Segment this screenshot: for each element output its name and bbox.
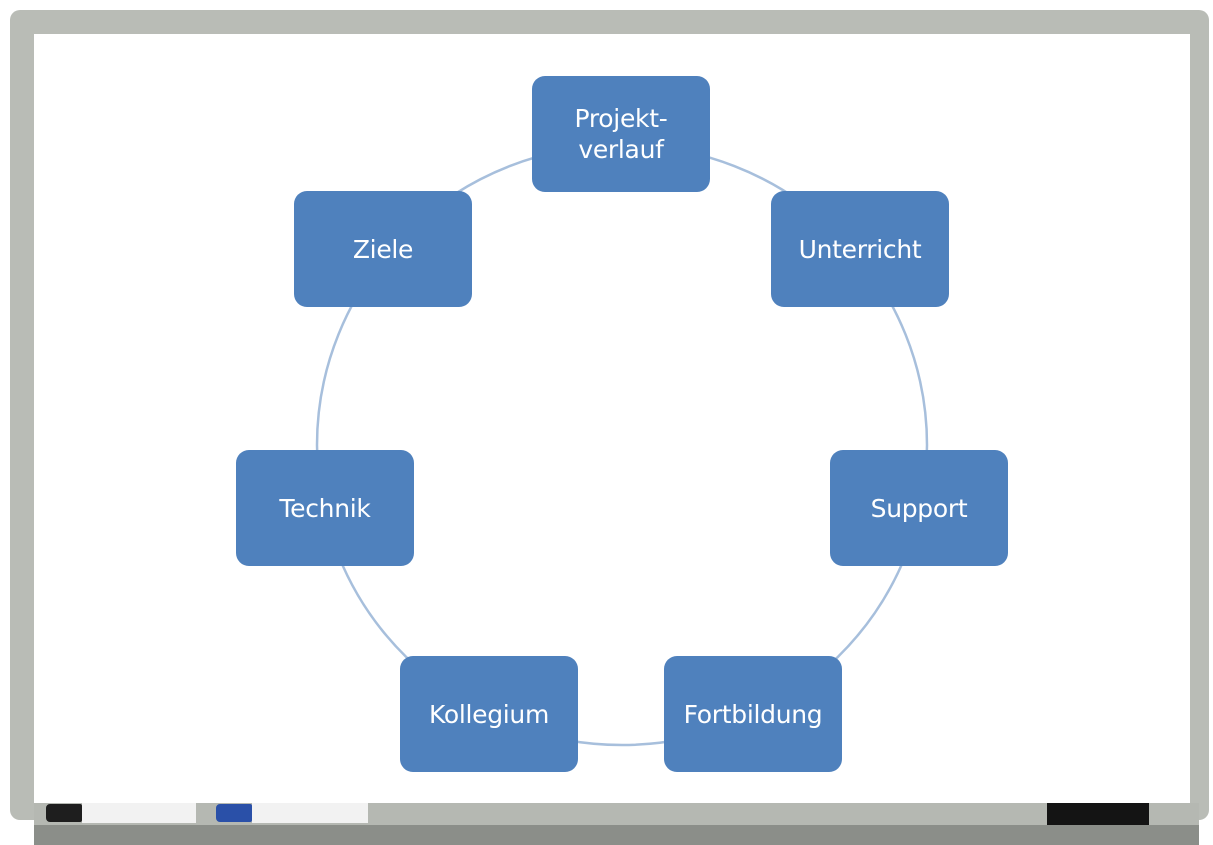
- cycle-node-label: Support: [870, 493, 968, 523]
- cycle-node-support[interactable]: Support: [830, 450, 1008, 566]
- cycle-node-label: Technik: [279, 493, 371, 523]
- eraser[interactable]: [1047, 803, 1149, 825]
- blue-marker-body: [252, 803, 368, 823]
- cycle-node-projektverlauf[interactable]: Projekt- verlauf: [532, 76, 710, 192]
- cycle-node-fortbildung[interactable]: Fortbildung: [664, 656, 842, 772]
- black-marker-body: [82, 803, 196, 823]
- cycle-node-label: Unterricht: [798, 234, 922, 264]
- black-marker[interactable]: [46, 803, 196, 823]
- cycle-node-technik[interactable]: Technik: [236, 450, 414, 566]
- marker-tray-front: [34, 825, 1199, 845]
- cycle-node-label: Ziele: [352, 234, 414, 264]
- cycle-node-unterricht[interactable]: Unterricht: [771, 191, 949, 307]
- blue-marker-cap: [216, 804, 252, 822]
- blue-marker[interactable]: [216, 803, 368, 823]
- cycle-node-label: Fortbildung: [683, 699, 823, 729]
- marker-tray: [34, 803, 1199, 827]
- cycle-node-kollegium[interactable]: Kollegium: [400, 656, 578, 772]
- cycle-node-label: Kollegium: [428, 699, 550, 729]
- black-marker-cap: [46, 804, 82, 822]
- cycle-node-label: Projekt- verlauf: [574, 104, 668, 164]
- cycle-node-ziele[interactable]: Ziele: [294, 191, 472, 307]
